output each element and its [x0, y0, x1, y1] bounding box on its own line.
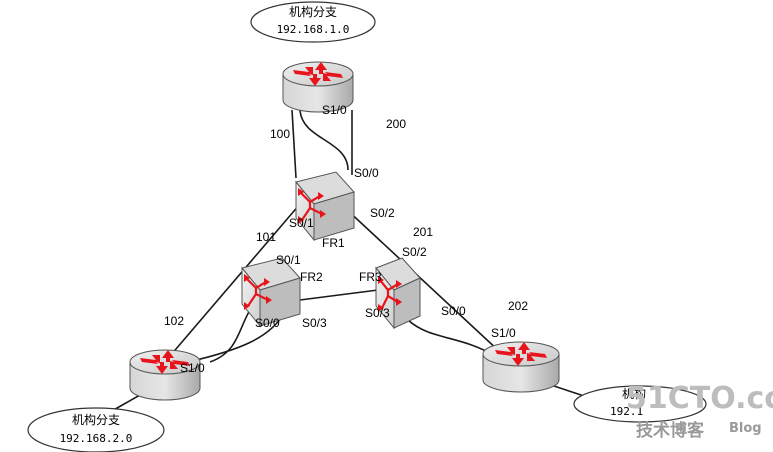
site-right-ip: 192.1 [610, 405, 643, 418]
link-top-router-fr1-a [291, 109, 297, 179]
port-fr3-s02: S0/2 [402, 245, 427, 259]
link-fr1-right-router [344, 207, 501, 353]
site-top-ip: 192.168.1.0 [277, 23, 350, 36]
watermark-brand: 51CTO.com [626, 381, 773, 416]
switch-label-fr3: FR3 [359, 270, 382, 284]
port-labels: S1/0 S0/0 S0/2 S0/1 FR1 S0/1 FR2 S0/0 S0… [180, 103, 516, 375]
link-fr3-right-router [407, 319, 496, 357]
watermark: 51CTO.com 技术博客 Blog [626, 381, 773, 441]
dlci-101: 101 [256, 230, 276, 244]
port-top-router-s10: S1/0 [322, 103, 347, 117]
site-top: 机构分支 192.168.1.0 [250, 1, 376, 43]
switch-fr2 [241, 257, 301, 328]
port-fr2-s03: S0/3 [302, 316, 327, 330]
site-left: 机构分支 192.168.2.0 [27, 407, 165, 452]
link-left-router-fr1 [169, 203, 301, 357]
site-top-name: 机构分支 [289, 4, 337, 19]
link-fr2-fr3 [299, 289, 379, 301]
link-top-router-fr1-b [299, 109, 349, 171]
port-left-router-s10: S1/0 [180, 361, 205, 375]
dlci-100: 100 [270, 127, 290, 141]
dlci-102: 102 [164, 314, 184, 328]
router-right [482, 341, 560, 393]
router-left [129, 349, 201, 401]
site-right: 机构 192.1 [573, 385, 707, 423]
router-arrows-icon [495, 342, 547, 366]
switch-arrows-icon [379, 279, 399, 309]
dlci-labels: 100 200 101 201 102 202 [164, 117, 528, 328]
router-arrows-icon [293, 62, 343, 86]
dlci-201: 201 [413, 225, 433, 239]
watermark-blog: Blog [729, 421, 762, 436]
port-fr1-s01: S0/1 [289, 216, 314, 230]
port-right-router-s10: S1/0 [491, 326, 516, 340]
switch-label-fr2: FR2 [300, 270, 323, 284]
router-top [282, 61, 354, 113]
port-fr3-s03: S0/3 [365, 306, 390, 320]
dlci-200: 200 [386, 117, 406, 131]
link-fr2-left-router [209, 309, 251, 363]
router-arrows-icon [140, 350, 190, 374]
site-right-name: 机构 [622, 386, 646, 401]
port-fr1-s00: S0/0 [354, 166, 379, 180]
site-left-ip: 192.168.2.0 [60, 432, 133, 445]
port-fr1-s02: S0/2 [370, 206, 395, 220]
switch-arrows-icon [299, 191, 323, 221]
watermark-sub: 技术博客 [636, 420, 705, 441]
port-fr2-s01: S0/1 [276, 253, 301, 267]
port-fr2-s00: S0/0 [255, 316, 280, 330]
switch-arrows-icon [245, 277, 269, 307]
dlci-202: 202 [508, 299, 528, 313]
switch-label-fr1: FR1 [322, 236, 345, 250]
switch-fr3 [375, 257, 421, 330]
switch-fr1 [295, 171, 355, 242]
port-fr3-s00: S0/0 [441, 304, 466, 318]
site-left-name: 机构分支 [72, 412, 120, 427]
